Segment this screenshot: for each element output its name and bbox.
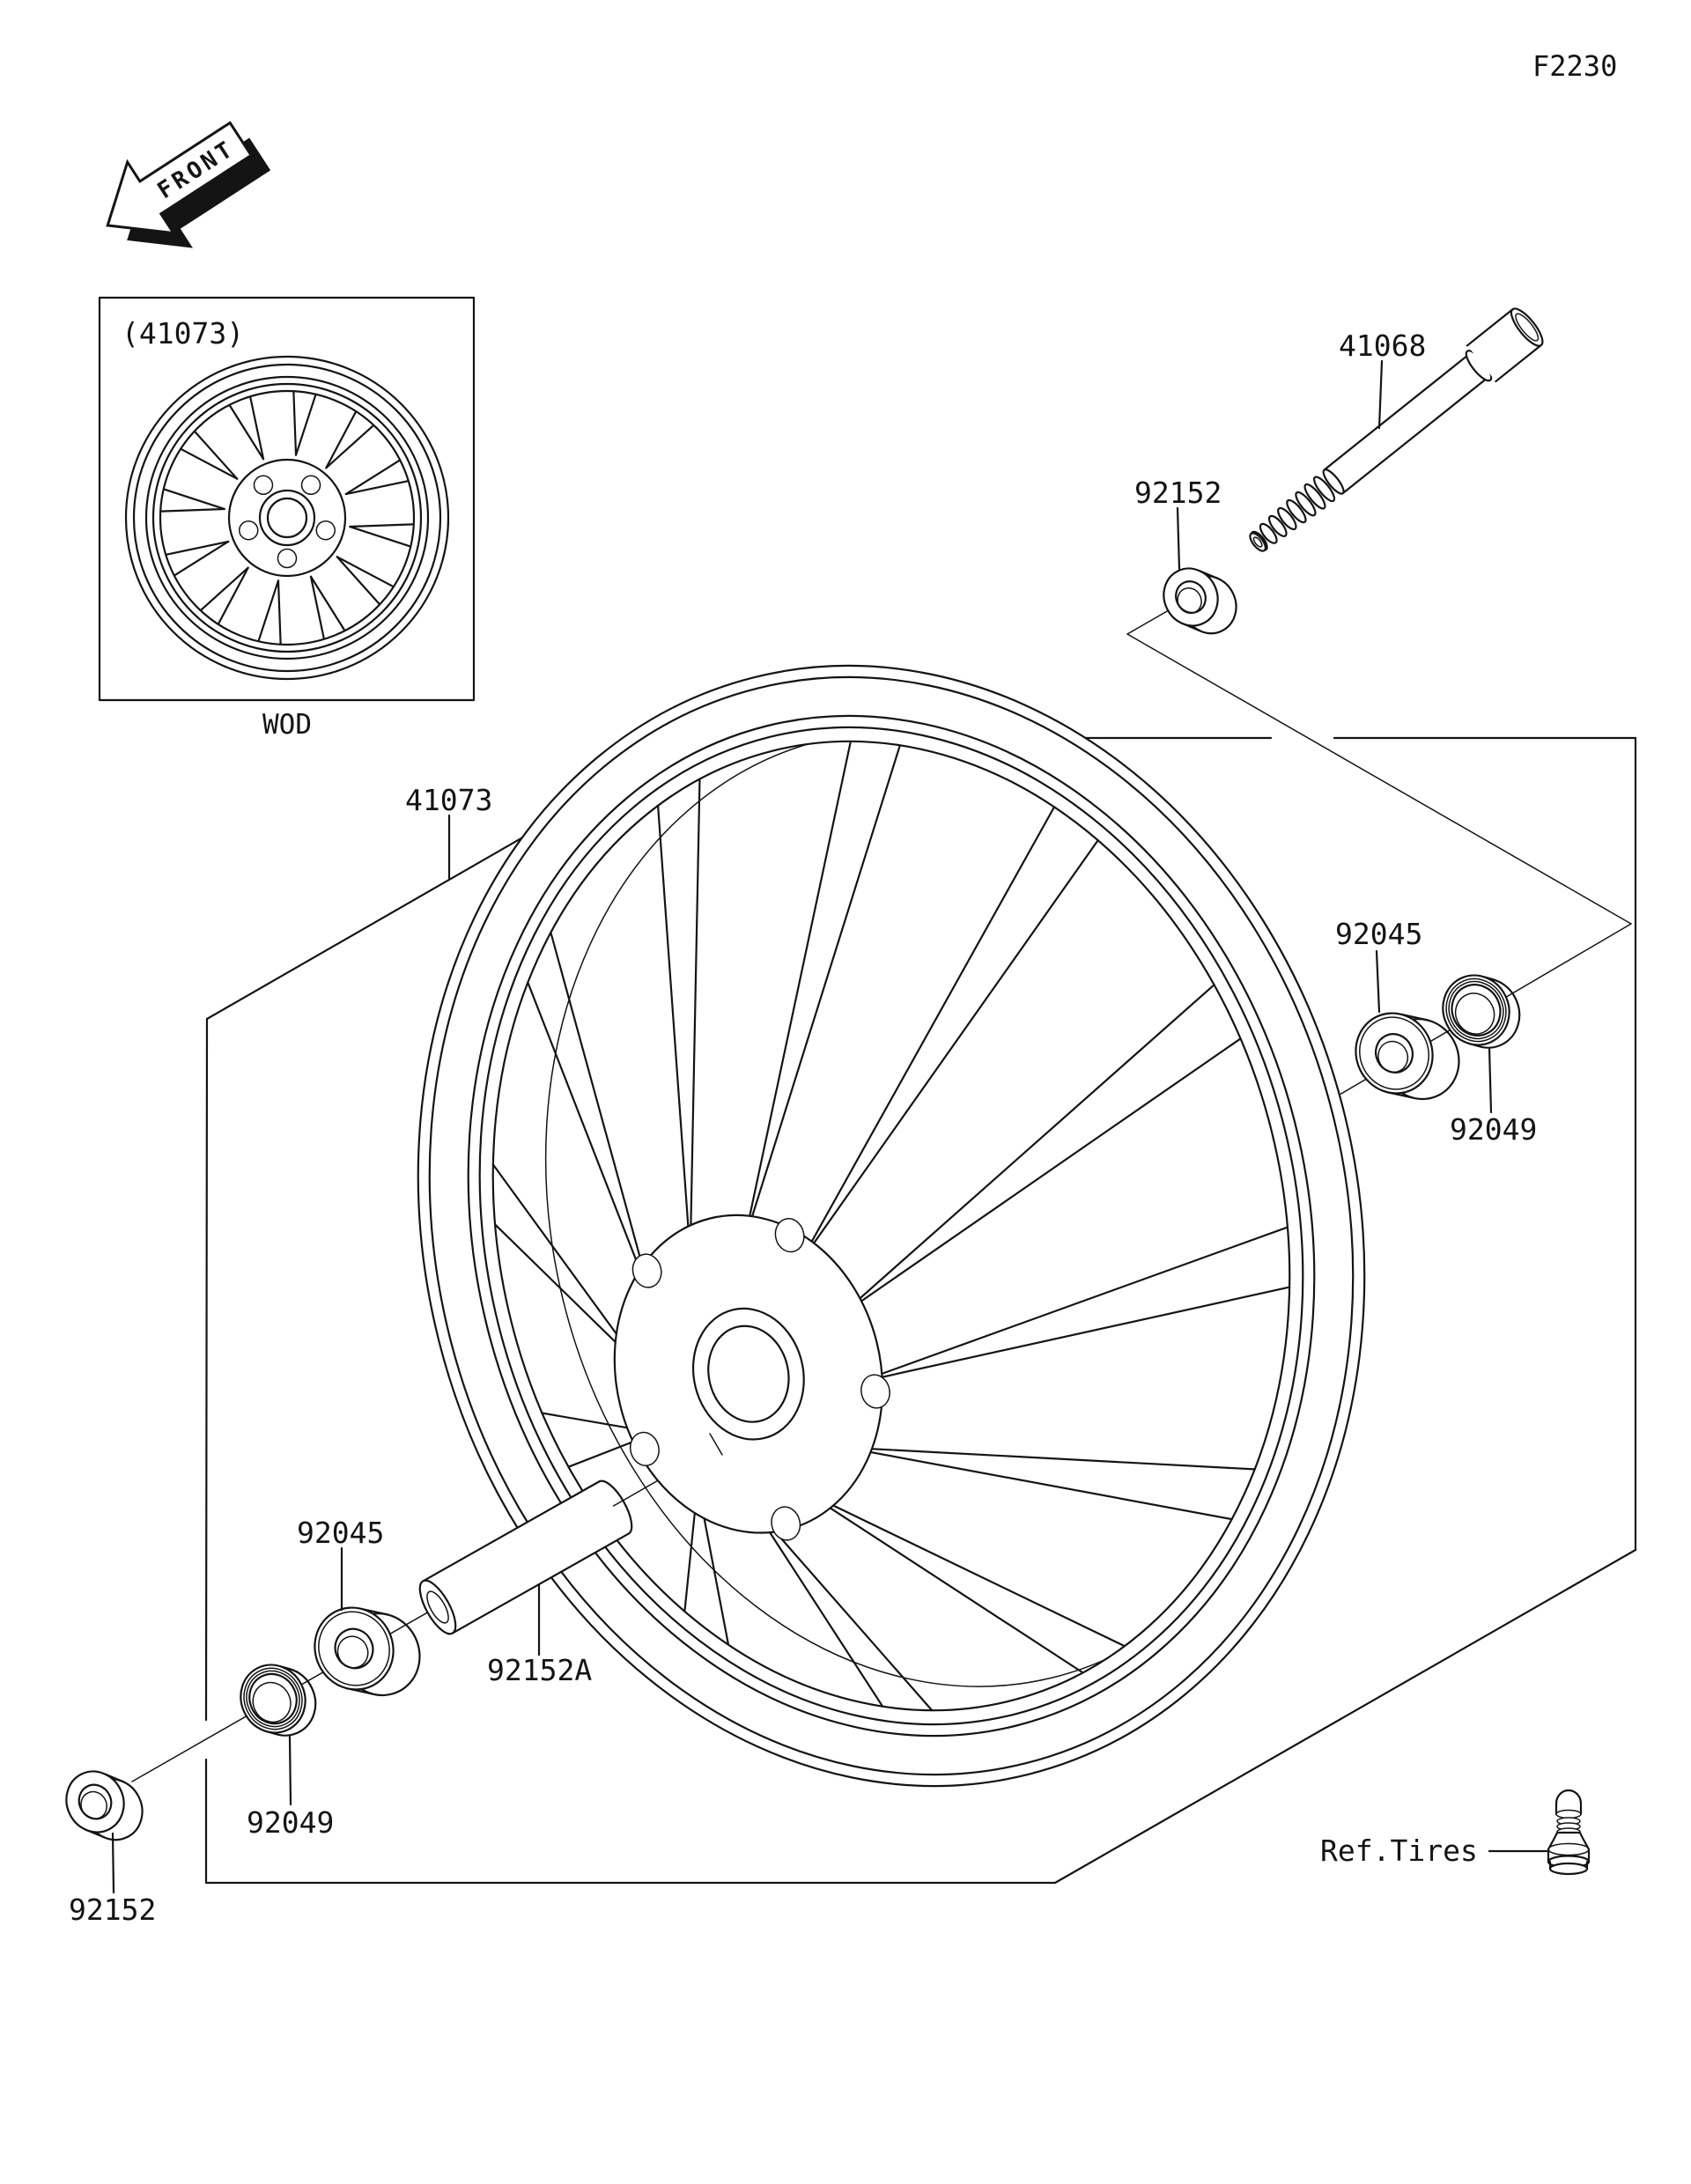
inset-wheel-front-view: [124, 355, 450, 681]
parts-layer: [65, 307, 1591, 1876]
ref-tires-label: Ref.Tires: [1320, 1834, 1478, 1868]
axle-label: 41068: [1339, 328, 1426, 363]
diagram-code: F2230: [1532, 49, 1617, 83]
inset-panel: [98, 296, 476, 702]
labels-layer: F2230 (41073) WOD 41068 92152 92045 92049 41073…: [69, 49, 1617, 1927]
seal-right-label: 92049: [1450, 1112, 1537, 1147]
grease-seal-right: [1442, 974, 1521, 1049]
inset-part-ref: (41073): [122, 316, 244, 350]
front-direction-marker: FRONT: [106, 121, 271, 248]
axle-collar-left: [65, 1770, 144, 1841]
wheel-label: 41073: [405, 783, 492, 817]
bearing-left-label: 92045: [297, 1516, 384, 1550]
front-arrow-icon: [106, 121, 254, 235]
assembly-axis-lines: [131, 600, 1632, 1782]
inset-caption: WOD: [262, 709, 312, 741]
seal-left-label: 92049: [247, 1805, 334, 1840]
inset-box: [98, 296, 476, 702]
collar-bottom-label: 92152: [69, 1893, 156, 1927]
spacer-label: 92152A: [487, 1653, 592, 1687]
leader-lines: [111, 359, 1548, 1894]
hub-spacer-tube: [418, 1479, 633, 1635]
axle-collar-right: [1163, 567, 1237, 635]
hub-bearing-left: [314, 1606, 421, 1697]
collar-top-label: 92152: [1134, 476, 1222, 510]
front-wheel-3d: [417, 664, 1366, 1788]
grease-seal-left: [240, 1664, 317, 1737]
front-wheel-drawing: [417, 664, 1366, 1788]
front-axle: [1249, 307, 1544, 552]
tire-valve-stem: [1547, 1789, 1591, 1876]
hub-bearing-right: [1355, 1012, 1460, 1101]
bearing-right-label: 92045: [1335, 917, 1422, 951]
